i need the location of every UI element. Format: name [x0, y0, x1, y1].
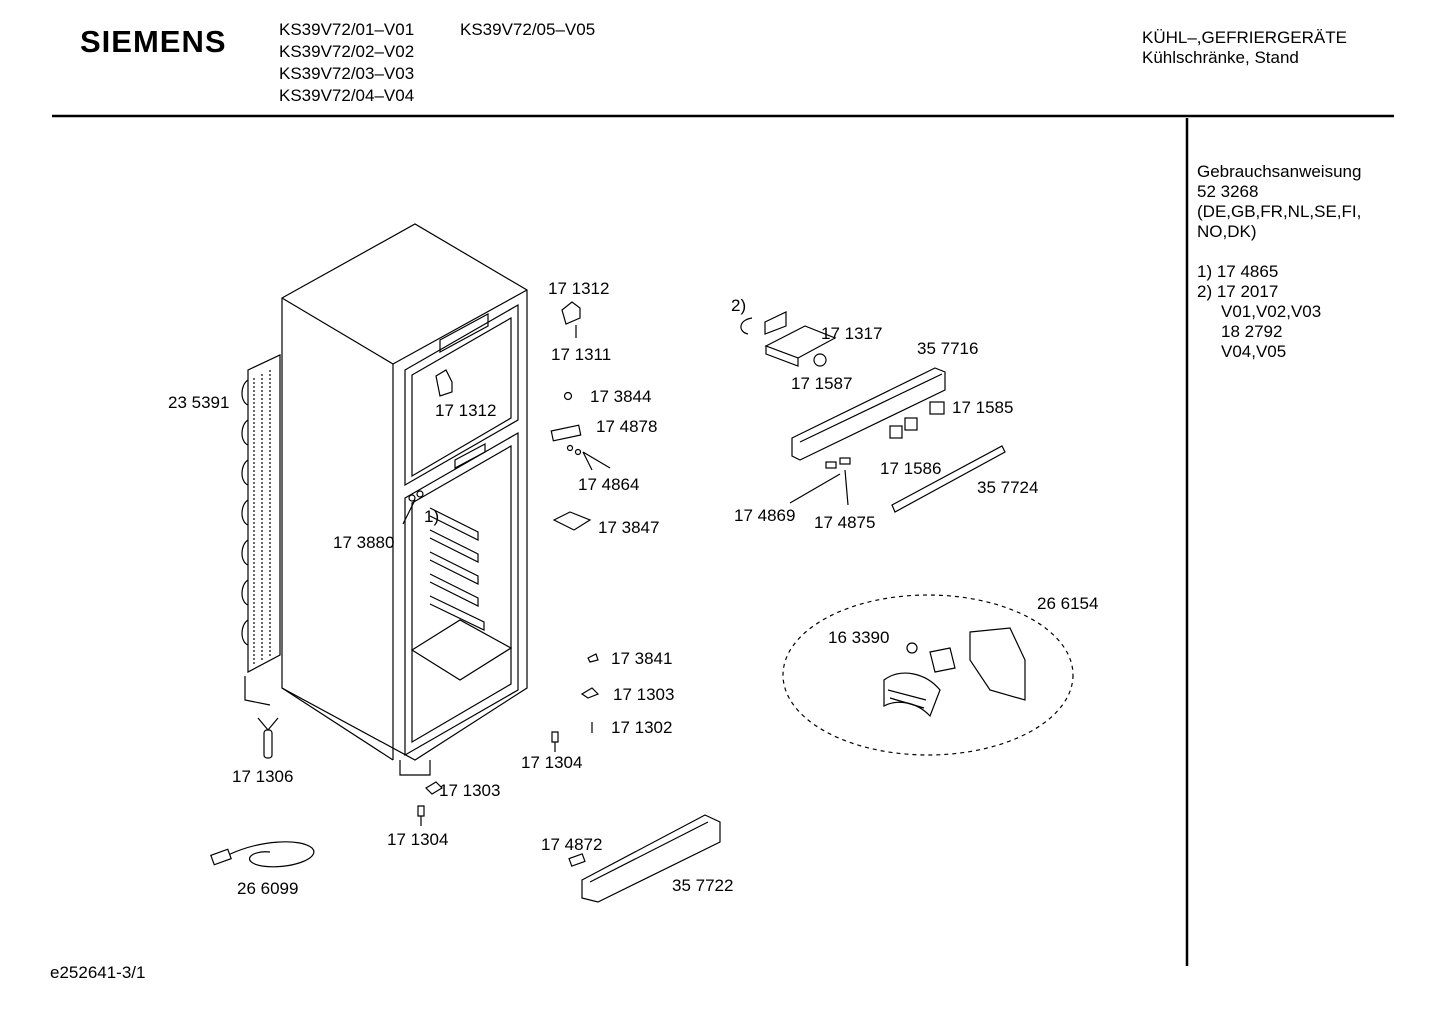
model-list-col1: KS39V72/01–V01 KS39V72/02–V02 KS39V72/03…	[279, 19, 414, 107]
sidebar-line: 52 3268	[1197, 182, 1259, 201]
category-block: KÜHL–,GEFRIERGERÄTE Kühlschränke, Stand	[1142, 28, 1347, 68]
part-label: 17 3847	[598, 518, 660, 537]
power-cord	[210, 841, 315, 868]
sidebar-note: 1) 17 4865	[1197, 262, 1279, 281]
part-label: 17 3841	[611, 649, 673, 668]
sidebar-note: V04,V05	[1221, 342, 1287, 361]
part-label: 17 1312	[435, 401, 497, 420]
part-label: 17 4864	[578, 475, 640, 494]
part-label: 26 6099	[237, 879, 299, 898]
detail-ellipse-group	[782, 594, 1074, 756]
sidebar-note: 18 2792	[1221, 322, 1283, 341]
part-label: 17 1317	[821, 324, 883, 343]
part-label: 17 1585	[952, 398, 1014, 417]
model-number: KS39V72/02–V02	[279, 42, 415, 61]
part-label: 17 1304	[521, 753, 583, 772]
sidebar-note: V01,V02,V03	[1221, 302, 1322, 321]
sidebar-info: Gebrauchsanweisung 52 3268 (DE,GB,FR,NL,…	[1197, 162, 1361, 362]
sensor-part	[257, 717, 279, 759]
sidebar-line: (DE,GB,FR,NL,SE,FI,	[1197, 202, 1362, 221]
part-label: 17 1306	[232, 767, 294, 786]
part-label: 17 1311	[551, 345, 612, 364]
category-subtitle: Kühlschränke, Stand	[1142, 48, 1299, 67]
part-label: 26 6154	[1037, 594, 1099, 613]
part-label: 17 3844	[590, 387, 652, 406]
part-label: 17 1303	[613, 685, 675, 704]
part-label: 17 4875	[814, 513, 876, 532]
shelf-lines	[429, 507, 485, 631]
part-label: 35 7722	[672, 876, 734, 895]
condenser-coil	[241, 354, 281, 706]
lower-small-parts	[417, 653, 600, 826]
model-number: KS39V72/04–V04	[279, 86, 415, 105]
part-label: 17 1587	[791, 374, 853, 393]
footnote-marker: 1)	[424, 507, 440, 526]
model-number: KS39V72/05–V05	[460, 20, 596, 39]
part-label: 17 1586	[880, 459, 942, 478]
part-label: 17 1304	[387, 830, 449, 849]
fridge-cabinet	[281, 223, 528, 776]
control-panel	[740, 311, 1006, 513]
kickplate-part	[568, 814, 721, 903]
part-label: 23 5391	[168, 393, 230, 412]
hinge-parts	[402, 301, 611, 531]
document-code: e252641-3/1	[50, 963, 146, 982]
part-label: 17 4869	[734, 506, 796, 525]
part-label: 17 1302	[611, 718, 673, 737]
category-title: KÜHL–,GEFRIERGERÄTE	[1142, 28, 1347, 47]
part-label: 17 3880	[333, 533, 395, 552]
sidebar-line: Gebrauchsanweisung	[1197, 162, 1362, 181]
part-label: 17 4878	[596, 417, 658, 436]
part-label: 17 1312	[548, 279, 610, 298]
brand-logo: SIEMENS	[80, 24, 227, 59]
model-number: KS39V72/01–V01	[279, 20, 415, 39]
footnote-marker: 2)	[731, 296, 747, 315]
model-list-col2: KS39V72/05–V05	[460, 19, 595, 41]
sidebar-note: 2) 17 2017	[1197, 282, 1279, 301]
sidebar-line: NO,DK)	[1197, 222, 1257, 241]
part-label: 17 4872	[541, 835, 603, 854]
part-label: 35 7716	[917, 339, 979, 358]
part-label: 16 3390	[828, 628, 890, 647]
part-label: 17 1303	[439, 781, 501, 800]
model-number: KS39V72/03–V03	[279, 64, 415, 83]
part-label: 35 7724	[977, 478, 1039, 497]
